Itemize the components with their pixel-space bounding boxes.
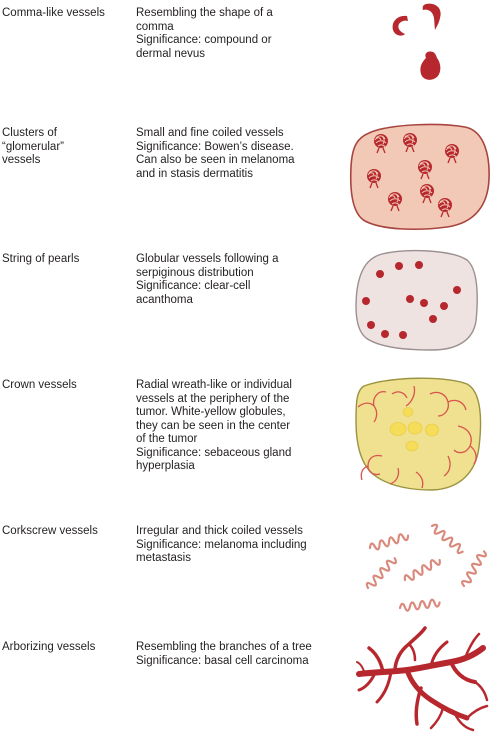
corkscrew-vessel (398, 597, 442, 613)
name-line: Corkscrew vessels (2, 525, 98, 537)
comma-vessel (392, 15, 408, 36)
desc-line: Resembling the shape of a (136, 7, 273, 19)
row-description: Radial wreath-like or individual vessels… (136, 379, 351, 474)
desc-line: Irregular and thick coiled vessels (136, 525, 303, 537)
row-name: Arborizing vessels (2, 641, 130, 655)
name-line: Comma-like vessels (2, 7, 105, 19)
glomerular-vessels-illustration (349, 123, 490, 231)
row-name: Crown vessels (2, 379, 130, 393)
name-line: String of pearls (2, 253, 80, 265)
desc-line: Resembling the branches of a tree (136, 641, 312, 653)
desc-line: Can also be seen in melanoma (136, 154, 295, 166)
pearl-dots (362, 261, 461, 339)
crown-vessel-lines (357, 385, 477, 489)
desc-line: dermal nevus (136, 47, 206, 60)
name-line: “glomerular” (2, 140, 64, 153)
corkscrew-vessel (428, 522, 467, 556)
desc-line: Globular vessels following a (136, 253, 279, 265)
arborizing-vessels-illustration (356, 626, 489, 732)
row-description: Irregular and thick coiled vessels Signi… (136, 525, 351, 566)
comma-vessel (420, 51, 441, 80)
row-name: String of pearls (2, 253, 130, 267)
desc-line: Significance: clear-cell (136, 280, 251, 292)
desc-line: they can be seen in the center (136, 419, 291, 432)
row-description: Resembling the branches of a tree Signif… (136, 641, 351, 668)
string-of-pearls-illustration (355, 249, 478, 351)
desc-line: serpiginous distribution (136, 266, 254, 279)
row-name: Comma-like vessels (2, 7, 130, 21)
desc-line: Significance: Bowen’s disease. (136, 140, 294, 153)
corkscrew-vessel (364, 554, 399, 592)
desc-line: vessels at the periphery of the (136, 392, 290, 405)
desc-line: and in stasis dermatitis (136, 167, 253, 180)
name-line: Crown vessels (2, 379, 77, 391)
desc-line: acanthoma (136, 293, 193, 306)
name-line: vessels (2, 154, 41, 166)
desc-line: Significance: melanoma including (136, 538, 307, 551)
desc-line: Significance: compound or (136, 34, 272, 46)
comma-vessels-illustration (392, 3, 441, 80)
corkscrew-vessel (459, 548, 489, 589)
comma-vessel (422, 3, 441, 30)
corkscrew-vessels-illustration (364, 522, 489, 613)
desc-line: hyperplasia (136, 460, 195, 472)
crown-vessels-illustration (355, 377, 482, 491)
name-line: Clusters of (2, 127, 57, 139)
desc-line: Radial wreath-like or individual (136, 379, 292, 391)
row-name: Corkscrew vessels (2, 525, 130, 539)
desc-line: Small and fine coiled vessels (136, 127, 284, 139)
desc-line: tumor. White-yellow globules, (136, 406, 286, 418)
row-description: Resembling the shape of a comma Signific… (136, 7, 351, 61)
row-name: Clusters of “glomerular” vessels (2, 127, 130, 168)
desc-line: of the tumor (136, 433, 198, 445)
row-description: Small and fine coiled vessels Significan… (136, 127, 351, 181)
desc-line: comma (136, 20, 174, 33)
sebaceous-globules (389, 407, 439, 452)
row-description: Globular vessels following a serpiginous… (136, 253, 351, 307)
desc-line: metastasis (136, 552, 191, 564)
corkscrew-vessel (402, 555, 443, 585)
name-line: Arborizing vessels (2, 641, 96, 653)
arborizing-vessel-branches (356, 626, 489, 732)
desc-line: Significance: sebaceous gland (136, 446, 292, 459)
corkscrew-vessel (367, 530, 411, 553)
lesion-outline (355, 249, 478, 351)
desc-line: Significance: basal cell carcinoma (136, 654, 309, 667)
